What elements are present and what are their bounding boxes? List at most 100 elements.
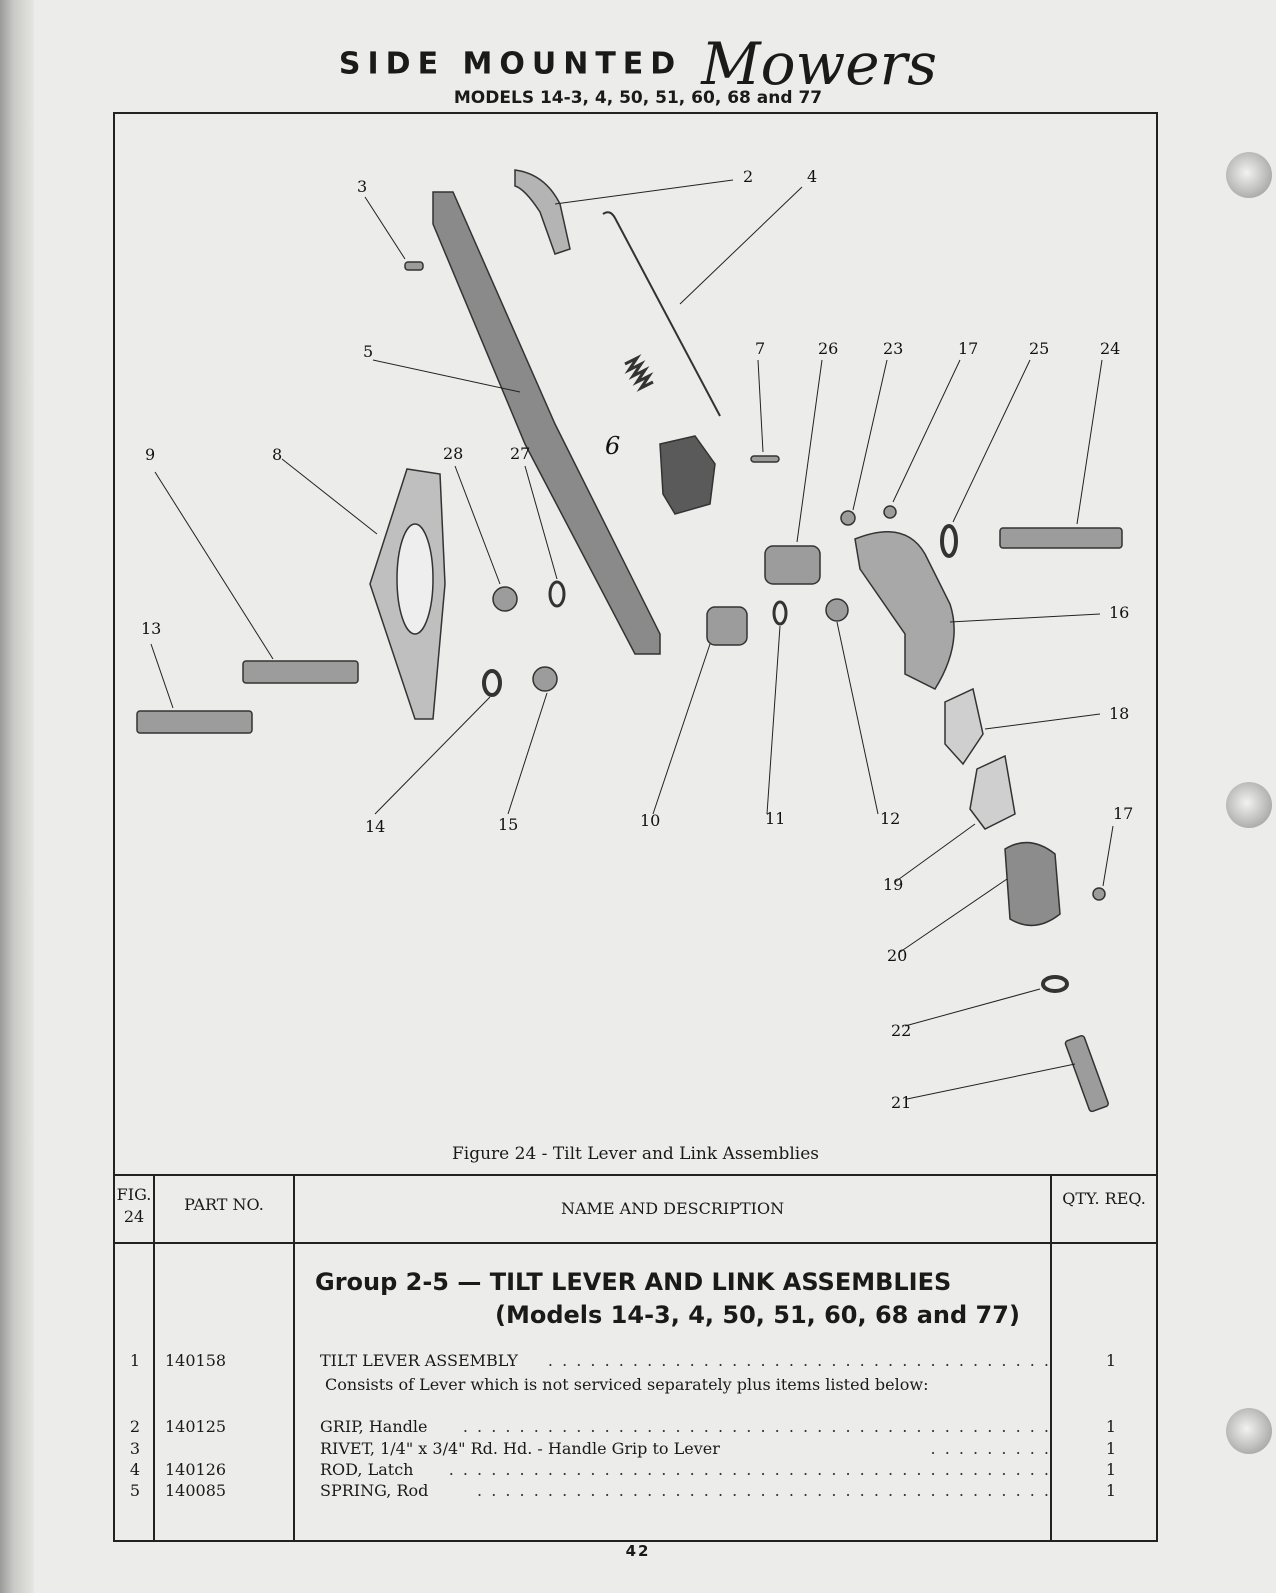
row-qty: 1 <box>1105 1439 1117 1458</box>
row-part: 140158 <box>165 1351 227 1370</box>
page-binding-edge <box>0 0 34 1593</box>
leader-dots: . . . . . . . . . . . . . . . . . . . . … <box>462 1417 1051 1436</box>
part-fitting-17 <box>883 505 897 519</box>
part-bolt-24 <box>999 527 1123 549</box>
part-bolt-9 <box>242 660 359 684</box>
row-fig: 1 <box>129 1351 141 1370</box>
callout-4: 4 <box>807 167 817 186</box>
part-shim-19 <box>969 754 1016 830</box>
punch-hole <box>1226 1408 1272 1454</box>
col-divider <box>1050 1176 1052 1542</box>
callout-20: 20 <box>887 946 907 965</box>
part-nut-12 <box>825 598 849 622</box>
row-description: Consists of Lever which is not serviced … <box>325 1375 929 1394</box>
row-qty: 1 <box>1105 1481 1117 1500</box>
header-qty: QTY. REQ. <box>1062 1189 1146 1208</box>
models-subtitle: MODELS 14-3, 4, 50, 51, 60, 68 and 77 <box>453 88 823 108</box>
part-bolt-21 <box>1064 1034 1109 1113</box>
part-pin <box>750 455 780 463</box>
part-shim-18 <box>944 687 984 766</box>
callout-26: 26 <box>818 339 838 358</box>
part-latch <box>659 435 716 515</box>
part-spring <box>624 354 654 392</box>
callout-17: 17 <box>1113 804 1133 823</box>
part-nut-23 <box>840 510 856 526</box>
callout-5: 5 <box>363 342 373 361</box>
header-name: NAME AND DESCRIPTION <box>560 1199 785 1218</box>
group-title-line1: Group 2-5 — TILT LEVER AND LINK ASSEMBLI… <box>315 1268 952 1296</box>
part-fitting-17b <box>1092 887 1106 901</box>
callout-23: 23 <box>883 339 903 358</box>
part-lever <box>432 191 661 655</box>
row-fig: 4 <box>129 1460 141 1479</box>
header-fig: FIG. 24 <box>116 1185 152 1226</box>
callout-15: 15 <box>498 815 518 834</box>
callout-16: 16 <box>1109 603 1129 622</box>
diagram-svg: 2345726231725249828271613181415101112171… <box>136 167 1133 1113</box>
part-bushing-26 <box>764 545 821 585</box>
page-title: SIDE MOUNTED Mowers <box>0 30 1276 98</box>
callout-18: 18 <box>1109 704 1129 723</box>
part-bushing-10 <box>706 606 748 646</box>
callout-12: 12 <box>880 809 900 828</box>
part-lockwasher-27 <box>548 580 566 608</box>
group-title: Group 2-5 — TILT LEVER AND LINK ASSEMBLI… <box>315 1266 1035 1332</box>
title-caps: SIDE MOUNTED <box>338 46 683 82</box>
callout-13: 13 <box>141 619 161 638</box>
callout-28: 28 <box>443 444 463 463</box>
callout-3: 3 <box>357 177 367 196</box>
row-name: ROD, Latch <box>320 1460 414 1479</box>
callout-19: 19 <box>883 875 903 894</box>
leader-lines <box>150 179 1114 1100</box>
leader-dots: . . . . . . . . . . . . . . . . . . . . … <box>547 1351 1051 1370</box>
handwritten-mark: 6 <box>605 432 620 460</box>
part-washer-14 <box>482 669 502 697</box>
part-bolt-13 <box>136 710 253 734</box>
title-script: Mowers <box>701 30 938 98</box>
callout-24: 24 <box>1100 339 1120 358</box>
callout-14: 14 <box>365 817 385 836</box>
punch-hole <box>1226 782 1272 828</box>
header-part: PART NO. <box>184 1195 264 1214</box>
punch-hole <box>1226 152 1272 198</box>
leader-dots: . . . . . . . . . . . . . . . . . . . . … <box>477 1481 1051 1500</box>
part-lockwasher-11 <box>772 600 788 626</box>
callout-27: 27 <box>510 444 530 463</box>
row-name: GRIP, Handle <box>320 1417 428 1436</box>
part-rivet <box>404 261 424 271</box>
row-fig: 3 <box>129 1439 141 1458</box>
callout-8: 8 <box>272 445 282 464</box>
callout-17: 17 <box>958 339 978 358</box>
leader-dots: . . . . . . . . . . . . . . . . . . . . … <box>448 1460 1051 1479</box>
col-divider <box>293 1176 295 1542</box>
row-fig: 2 <box>129 1417 141 1436</box>
row-qty: 1 <box>1105 1417 1117 1436</box>
callout-11: 11 <box>765 809 785 828</box>
row-part: 140085 <box>165 1481 227 1500</box>
header-divider <box>115 1242 1156 1244</box>
col-divider <box>153 1176 155 1542</box>
part-grip <box>514 169 571 255</box>
callout-9: 9 <box>145 445 155 464</box>
part-cap-20 <box>1004 841 1061 927</box>
row-name: SPRING, Rod <box>320 1481 429 1500</box>
row-fig: 5 <box>129 1481 141 1500</box>
row-part: 140125 <box>165 1417 227 1436</box>
row-name: RIVET, 1/4" x 3/4" Rd. Hd. - Handle Grip… <box>320 1439 720 1458</box>
row-part: 140126 <box>165 1460 227 1479</box>
callout-7: 7 <box>755 339 765 358</box>
callout-21: 21 <box>891 1093 911 1112</box>
callout-25: 25 <box>1029 339 1049 358</box>
part-sector-hole <box>396 523 434 635</box>
callout-22: 22 <box>891 1021 911 1040</box>
part-washer-25 <box>940 524 958 558</box>
callout-2: 2 <box>743 167 753 186</box>
leader-dots: . . . . . . . . . <box>930 1439 1051 1458</box>
page-number: 42 <box>625 1542 651 1560</box>
callout-10: 10 <box>640 811 660 830</box>
row-name: TILT LEVER ASSEMBLY <box>320 1351 518 1370</box>
part-nut-15 <box>532 666 558 692</box>
part-washer-22 <box>1041 975 1069 993</box>
